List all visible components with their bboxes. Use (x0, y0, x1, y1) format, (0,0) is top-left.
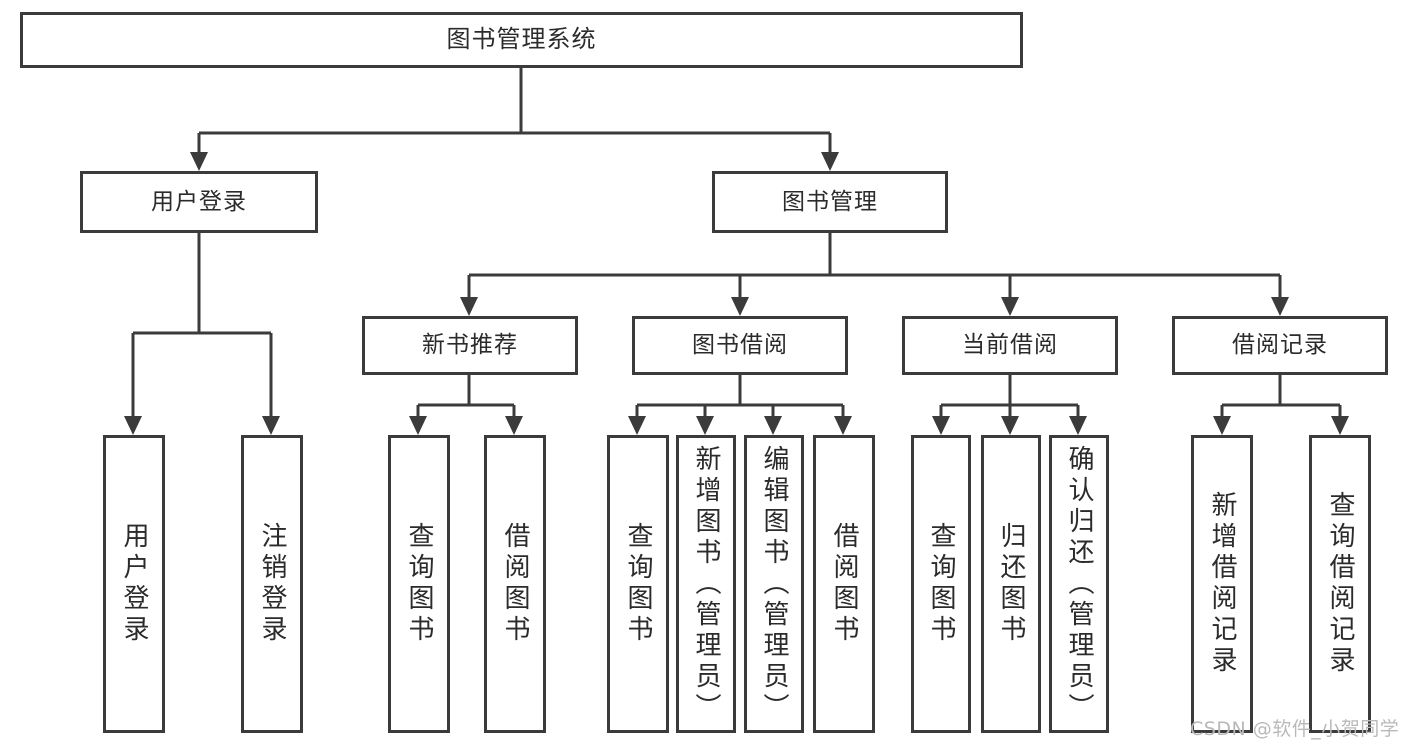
node-label: 借阅记录 (1232, 332, 1328, 359)
node-label: 用户登录 (151, 188, 247, 215)
arrowhead-leaf-nb-2 (505, 416, 523, 435)
leaf-currentborrow-return-book[interactable]: 归还图书 (981, 435, 1041, 733)
node-label: 注销登录 (257, 522, 287, 646)
node-label: 借阅图书 (500, 522, 530, 646)
node-label: 借阅图书 (829, 522, 859, 646)
arrowhead-leaf-br-2 (1331, 416, 1349, 435)
node-label: 确认归还（管理员） (1064, 444, 1094, 724)
leaf-borrowrecord-add-record[interactable]: 新增借阅记录 (1191, 435, 1253, 733)
node-book-management[interactable]: 图书管理 (712, 171, 948, 233)
node-label: 图书管理系统 (446, 25, 597, 54)
node-root-book-management-system[interactable]: 图书管理系统 (20, 12, 1023, 68)
arrowhead-newbook (460, 297, 478, 316)
arrowhead-bookborrow (731, 297, 749, 316)
arrowhead-leaf-nb-1 (409, 416, 427, 435)
leaf-currentborrow-confirm-return-admin[interactable]: 确认归还（管理员） (1049, 435, 1109, 733)
arrowhead-bookmgmt (821, 152, 839, 171)
node-label: 图书管理 (782, 188, 878, 215)
leaf-newbook-borrow-book[interactable]: 借阅图书 (484, 435, 546, 733)
leaf-bookborrow-borrow-book[interactable]: 借阅图书 (813, 435, 875, 733)
node-current-borrow[interactable]: 当前借阅 (902, 316, 1118, 375)
arrowhead-leaf-logout (262, 416, 280, 435)
node-label: 新增图书（管理员） (691, 444, 721, 724)
arrowhead-leaf-cb-2 (1001, 416, 1019, 435)
node-label: 编辑图书（管理员） (759, 444, 789, 724)
node-user-login[interactable]: 用户登录 (80, 171, 318, 233)
node-label: 新增借阅记录 (1207, 491, 1237, 677)
arrowhead-leaf-user-login (124, 416, 142, 435)
node-label: 新书推荐 (422, 332, 518, 359)
arrowhead-leaf-bb-4 (834, 416, 852, 435)
node-label: 查询图书 (926, 522, 956, 646)
node-borrow-record[interactable]: 借阅记录 (1172, 316, 1388, 375)
node-label: 当前借阅 (962, 332, 1058, 359)
node-new-book-recommend[interactable]: 新书推荐 (362, 316, 578, 375)
node-label: 用户登录 (119, 522, 149, 646)
arrowhead-leaf-bb-2 (696, 416, 714, 435)
leaf-bookborrow-add-book-admin[interactable]: 新增图书（管理员） (676, 435, 736, 733)
arrowhead-leaf-cb-1 (932, 416, 950, 435)
leaf-logout[interactable]: 注销登录 (241, 435, 303, 733)
node-label: 归还图书 (996, 522, 1026, 646)
leaf-bookborrow-edit-book-admin[interactable]: 编辑图书（管理员） (744, 435, 804, 733)
node-book-borrow[interactable]: 图书借阅 (632, 316, 848, 375)
node-label: 图书借阅 (692, 332, 788, 359)
leaf-user-login[interactable]: 用户登录 (103, 435, 165, 733)
arrowhead-leaf-bb-3 (764, 416, 782, 435)
arrowhead-userlogin (190, 152, 208, 171)
csdn-watermark: CSDN @软件_小贺同学 (1190, 718, 1400, 740)
node-label: 查询图书 (623, 522, 653, 646)
leaf-borrowrecord-query-record[interactable]: 查询借阅记录 (1309, 435, 1371, 733)
node-label: 查询借阅记录 (1325, 491, 1355, 677)
leaf-currentborrow-query-book[interactable]: 查询图书 (911, 435, 971, 733)
node-label: 查询图书 (404, 522, 434, 646)
leaf-newbook-query-book[interactable]: 查询图书 (388, 435, 450, 733)
arrowhead-leaf-br-1 (1213, 416, 1231, 435)
arrowhead-currentborrow (1001, 297, 1019, 316)
arrowhead-borrowrecord (1271, 297, 1289, 316)
arrowhead-leaf-cb-3 (1069, 416, 1087, 435)
leaf-bookborrow-query-book[interactable]: 查询图书 (607, 435, 669, 733)
arrowhead-leaf-bb-1 (628, 416, 646, 435)
